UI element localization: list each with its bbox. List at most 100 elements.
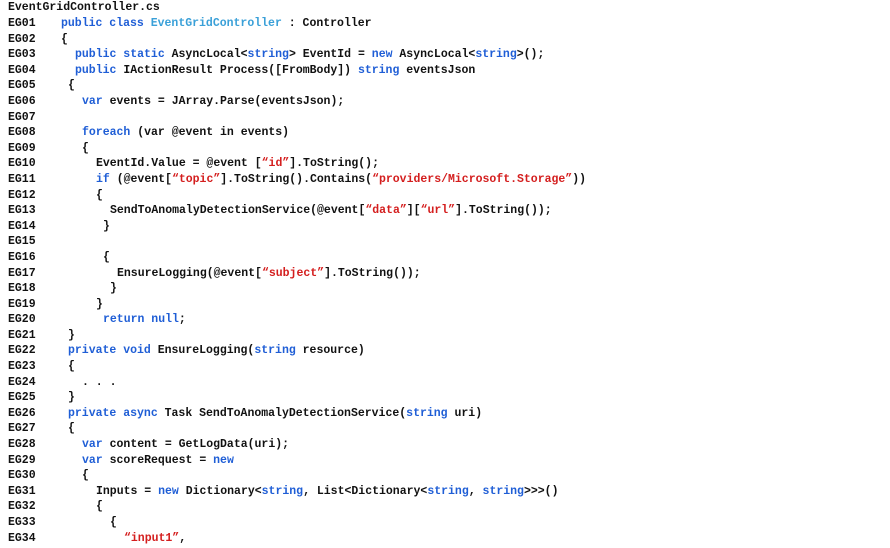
code-token: { xyxy=(96,188,103,202)
code-token: scoreRequest = xyxy=(109,453,214,467)
code-token: “id” xyxy=(261,157,290,171)
code-token: string xyxy=(475,48,517,62)
line-number: EG17 xyxy=(8,266,36,280)
code-token: (@event[ xyxy=(116,172,172,186)
code-token: content = GetLogData(uri); xyxy=(109,438,290,452)
code-token: Dictionary< xyxy=(185,484,262,498)
code-token: AsyncLocal< xyxy=(399,48,476,62)
line-code: { xyxy=(61,250,110,266)
code-token: { xyxy=(96,500,103,514)
code-token: new xyxy=(371,48,400,62)
code-token: { xyxy=(68,422,75,436)
code-line: EG08 foreach (var @event in events) xyxy=(8,125,888,141)
code-line: EG27 { xyxy=(8,421,888,437)
line-number: EG21 xyxy=(8,328,36,342)
code-token: IActionResult Process([FromBody]) xyxy=(123,63,358,77)
code-token: foreach xyxy=(82,126,138,140)
code-token: var xyxy=(82,94,110,108)
code-token: public xyxy=(75,63,124,77)
line-code: { xyxy=(61,78,75,94)
code-token: { xyxy=(82,141,89,155)
code-token: EnsureLogging( xyxy=(157,344,255,358)
code-token: AsyncLocal< xyxy=(171,48,248,62)
line-code: { xyxy=(61,32,68,48)
code-token: >>>() xyxy=(523,484,559,498)
line-number: EG28 xyxy=(8,438,36,452)
line-code: var content = GetLogData(uri); xyxy=(61,437,289,453)
code-token: “providers/Microsoft.Storage” xyxy=(372,172,573,186)
code-line: EG04 public IActionResult Process([FromBo… xyxy=(8,63,888,79)
code-line: EG33 { xyxy=(8,515,888,531)
code-token: SendToAnomalyDetectionService(@event[ xyxy=(110,204,366,218)
line-number: EG08 xyxy=(8,126,36,140)
line-number: EG24 xyxy=(8,375,36,389)
code-token: Inputs = xyxy=(96,484,159,498)
code-token: if xyxy=(96,172,117,186)
line-code: { xyxy=(61,188,103,204)
line-code: public static AsyncLocal<string> EventId… xyxy=(61,47,544,63)
code-token: { xyxy=(61,32,68,46)
code-line: EG32 { xyxy=(8,499,888,515)
code-token: string xyxy=(247,48,289,62)
code-token: “url” xyxy=(420,204,456,218)
code-line: EG30 { xyxy=(8,468,888,484)
code-token: , xyxy=(179,531,187,545)
line-code: “input1”, xyxy=(61,531,186,547)
line-code: } xyxy=(61,219,110,235)
file-title: EventGridController.cs xyxy=(8,1,160,14)
code-line: EG24 . . . xyxy=(8,375,888,391)
code-token: { xyxy=(68,79,75,93)
line-number: EG09 xyxy=(8,141,36,155)
code-line: EG34“input1”, xyxy=(8,531,888,547)
code-token: { xyxy=(103,250,110,264)
code-token: uri) xyxy=(454,406,483,420)
line-number: EG30 xyxy=(8,469,36,483)
line-code: { xyxy=(61,499,103,515)
code-token: ].ToString()); xyxy=(455,204,552,218)
line-code: { xyxy=(61,421,75,437)
code-token: } xyxy=(68,328,75,342)
code-token: } xyxy=(68,391,75,405)
code-line: EG28 var content = GetLogData(uri); xyxy=(8,437,888,453)
code-token: ].ToString(); xyxy=(289,157,379,171)
line-code: . . . xyxy=(61,375,117,391)
line-number: EG31 xyxy=(8,484,36,498)
code-token: , xyxy=(468,484,483,498)
code-token: (var @event in events) xyxy=(137,126,290,140)
line-code: public class EventGridController : Contr… xyxy=(61,16,372,32)
code-token: Task SendToAnomalyDetectionService( xyxy=(164,406,407,420)
line-number: EG32 xyxy=(8,500,36,514)
line-code: if (@event[“topic”].ToString().Contains(… xyxy=(61,172,586,188)
line-number: EG13 xyxy=(8,204,36,218)
line-number: EG29 xyxy=(8,453,36,467)
line-code: { xyxy=(61,468,89,484)
code-token: )) xyxy=(572,172,587,186)
code-token: ].ToString()); xyxy=(324,266,421,280)
line-number: EG16 xyxy=(8,250,36,264)
code-token: “topic” xyxy=(171,172,221,186)
code-line: EG15 xyxy=(8,234,888,250)
code-token: new xyxy=(158,484,186,498)
code-line: EG23{ xyxy=(8,359,888,375)
line-number: EG14 xyxy=(8,219,36,233)
line-code: foreach (var @event in events) xyxy=(61,125,289,141)
code-token: . . . xyxy=(82,375,117,389)
line-number: EG04 xyxy=(8,63,36,77)
line-number: EG33 xyxy=(8,516,36,529)
code-line: EG02{ xyxy=(8,32,888,48)
code-token: EventId.Value = @event [ xyxy=(96,157,262,171)
code-line: EG19} xyxy=(8,297,888,313)
line-number: EG27 xyxy=(8,422,36,436)
code-line: EG21} xyxy=(8,328,888,344)
line-code: { xyxy=(61,515,117,531)
line-code: SendToAnomalyDetectionService(@event[“da… xyxy=(61,203,552,219)
code-line: EG07 xyxy=(8,110,888,126)
